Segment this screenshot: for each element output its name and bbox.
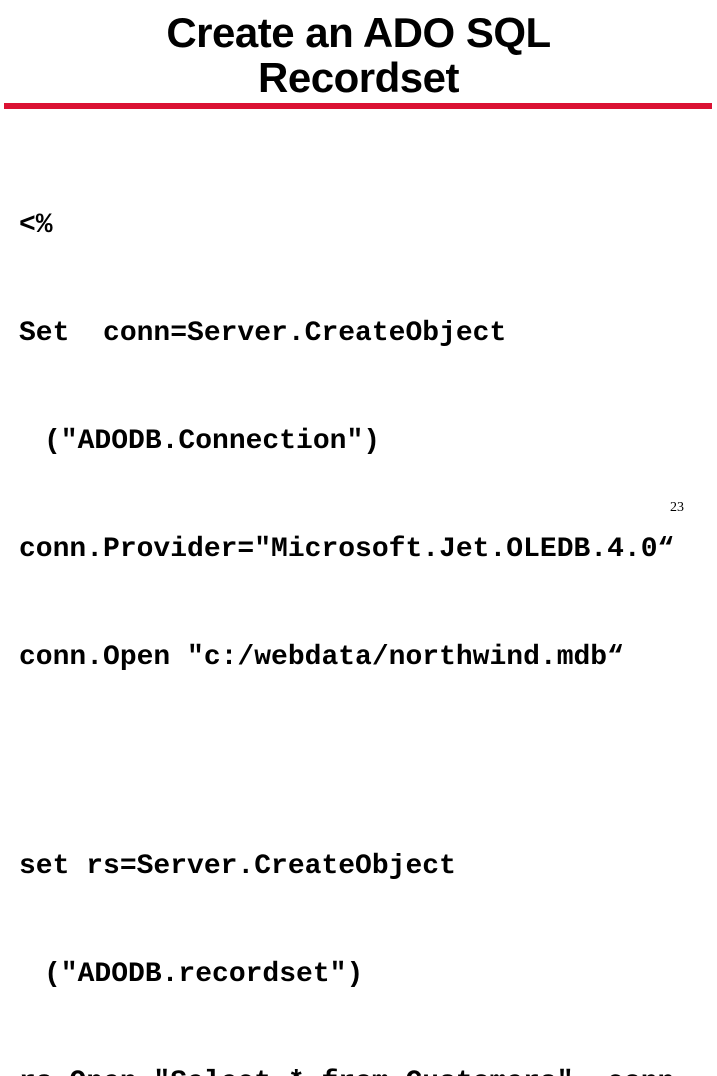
code-line: ("ADODB.Connection") — [44, 426, 381, 457]
code-line: set rs=Server.CreateObject — [19, 851, 456, 882]
code-line: conn.Open "c:/webdata/northwind.mdb“ — [19, 642, 624, 673]
code-line: <% — [19, 210, 53, 241]
code-line: ("ADODB.recordset") — [44, 959, 364, 990]
slide-title-line-1: Create an ADO SQL — [166, 9, 551, 56]
code-line: Set conn=Server.CreateObject — [19, 318, 507, 349]
title-divider — [4, 103, 712, 109]
code-line: conn.Provider="Microsoft.Jet.OLEDB.4.0“ — [19, 534, 675, 565]
slide: Create an ADO SQL Recordset <% Set conn=… — [0, 10, 717, 1076]
code-line: rs.Open "Select * from Customers", conn — [19, 1065, 674, 1076]
code-line — [19, 748, 674, 777]
slide-title: Create an ADO SQL Recordset — [0, 10, 717, 100]
code-block: <% Set conn=Server.CreateObject ("ADODB.… — [19, 136, 674, 1076]
page-number: 23 — [670, 500, 684, 515]
slide-title-line-2: Recordset — [258, 54, 459, 101]
